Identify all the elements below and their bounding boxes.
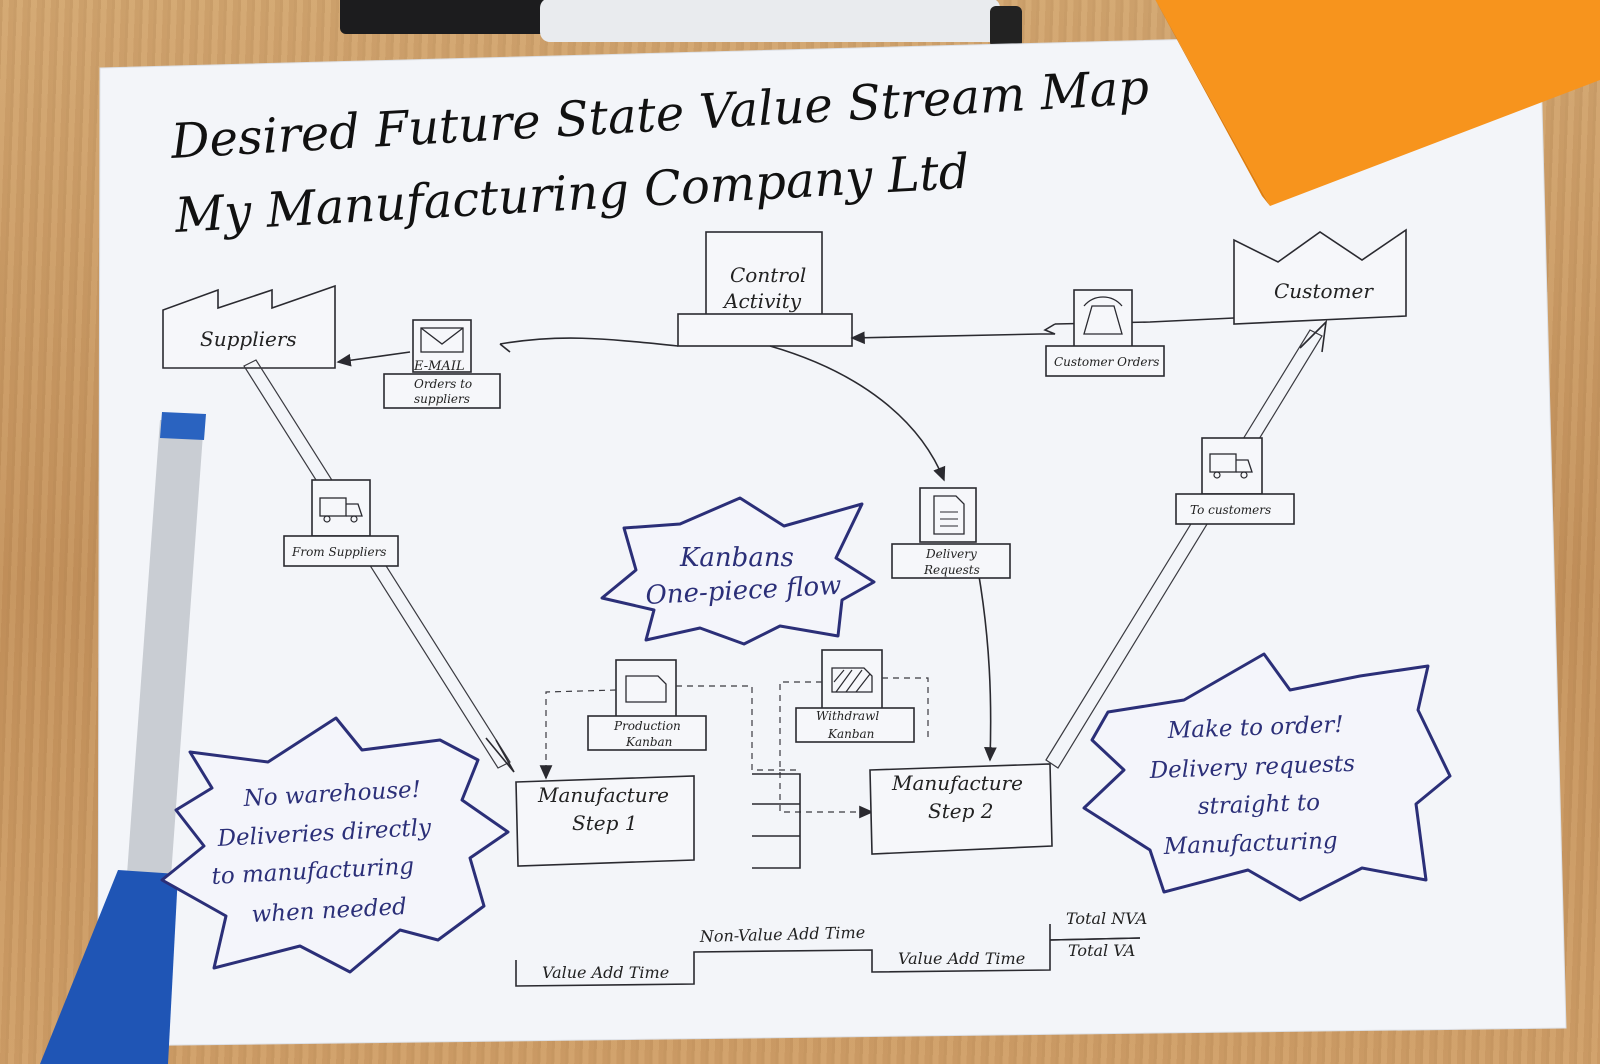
timeline-value-add-1: Value Add Time [542,963,669,982]
order-text-4: Manufacturing [1162,828,1338,860]
order-text-1: Make to order! [1166,712,1344,744]
orders-label-1: Orders to [414,377,472,391]
order-text-3: straight to [1197,790,1320,820]
suppliers-factory-icon: Suppliers [162,284,336,369]
production-kanban-tag: Production Kanban [587,659,707,751]
step2-label-1: Manufacture [891,771,1023,795]
step1-label-2: Step 1 [572,811,637,835]
shipment-arrow-suppliers [243,359,511,769]
step1-label-1: Manufacture [537,783,669,807]
delivery-label-2: Requests [923,563,980,577]
production-label-1: Production [613,719,681,733]
email-icon-text: E-MAIL [413,359,465,374]
production-kanban-loop [545,685,800,776]
email-tag: E-MAIL Orders to suppliers [383,319,501,409]
from-suppliers-label: From Suppliers [291,545,386,559]
kanbans-text-1: Kanbans [679,543,794,573]
info-flow-delivery-to-step2 [977,569,997,762]
delivery-requests-tag: Delivery Requests [891,487,1011,579]
withdrawl-kanban-tag: Withdrawl Kanban [795,649,915,743]
timeline-total-va: Total VA [1068,941,1135,960]
production-label-2: Kanban [625,735,672,749]
control-label-2: Activity [722,289,802,313]
withdrawl-label-1: Withdrawl [816,709,879,723]
kanbans-callout-burst [600,496,876,646]
hatched-kanban-icon [831,667,873,693]
truck-icon [1209,453,1253,479]
blue-marker-pen [40,412,206,1064]
timeline-ladder [515,924,1141,987]
suppliers-label: Suppliers [200,327,297,351]
to-customers-tag: To customers [1175,437,1295,525]
kanban-card-icon [625,675,667,703]
orders-label-2: suppliers [414,392,470,406]
info-flow-control-to-suppliers [499,337,679,347]
warehouse-callout-burst [160,716,510,974]
timeline-total-nva: Total NVA [1066,909,1147,928]
delivery-label-1: Delivery [925,547,977,561]
black-marker-pen [340,0,1022,48]
from-suppliers-tag: From Suppliers [283,479,399,567]
manufacture-step-2-box: Manufacture Step 2 [869,763,1053,855]
orange-sticky-note [1155,0,1600,206]
timeline-value-add-2: Value Add Time [898,949,1025,968]
document-icon [933,495,965,535]
envelope-icon [420,327,464,353]
timeline-non-value-add: Non-Value Add Time [699,923,866,946]
phone-icon [1083,296,1123,335]
supermarket-icon [752,773,801,869]
info-flow-control-to-delivery [769,345,946,482]
withdrawl-kanban-loop [779,677,929,813]
manufacture-step-1-box: Manufacture Step 1 [515,775,695,867]
step2-label-2: Step 2 [928,799,993,823]
withdrawl-label-2: Kanban [827,727,874,741]
truck-icon [319,497,363,523]
make-to-order-callout-burst [1082,652,1452,902]
customer-label: Customer [1274,279,1374,303]
control-activity-box: Control Activity [677,231,853,347]
to-customers-label: To customers [1190,503,1271,517]
control-label-1: Control [730,263,806,287]
customer-orders-label: Customer Orders [1054,355,1159,369]
customer-orders-tag: Customer Orders [1045,289,1165,377]
customer-factory-icon: Customer [1233,228,1407,325]
